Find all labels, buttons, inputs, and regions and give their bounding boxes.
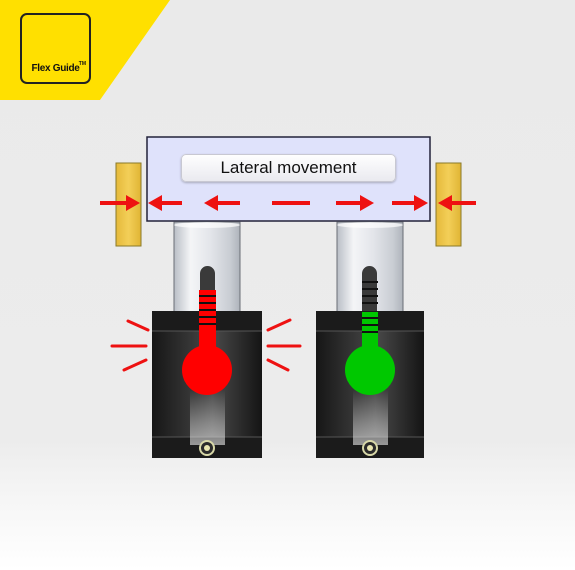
logo-trademark: TM [78, 61, 86, 67]
flex-guide-logo: TM Flex Guide [20, 13, 91, 84]
right-indicator-green [345, 281, 395, 395]
lateral-movement-label: Lateral movement [181, 154, 396, 182]
logo-text: Flex Guide [31, 63, 80, 74]
left-stress-lines [110, 318, 302, 372]
logo-corner: TM Flex Guide [0, 0, 170, 100]
left-indicator-red [182, 290, 232, 395]
lateral-arrows [100, 195, 476, 211]
